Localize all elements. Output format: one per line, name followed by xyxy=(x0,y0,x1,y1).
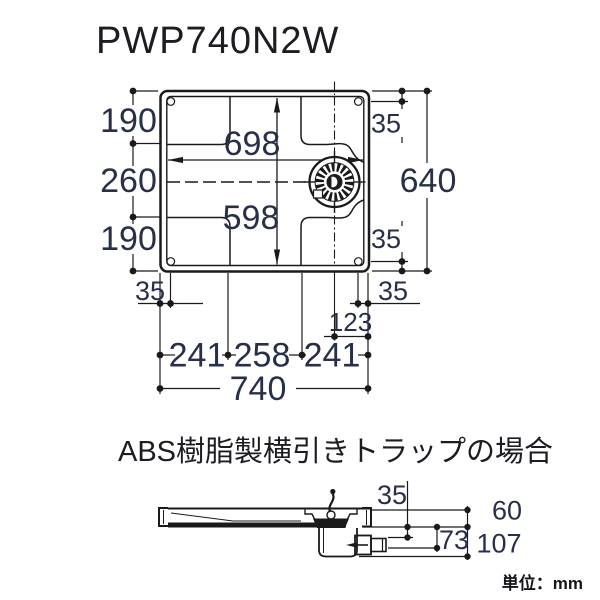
dim-label-side-107: 107 xyxy=(476,529,521,559)
dim-label-left-190-bottom: 190 xyxy=(100,220,157,258)
pan-inner-rim xyxy=(166,95,365,267)
caption-abs-trap: ABS樹脂製横引きトラップの場合 xyxy=(118,435,553,468)
dim-label-241-left: 241 xyxy=(169,337,226,375)
trap-flange xyxy=(304,488,358,528)
top-view-pan xyxy=(159,81,371,341)
dim-label-left-190-top: 190 xyxy=(100,102,157,140)
flow-arrow xyxy=(346,542,368,548)
dim-chain-bottom xyxy=(138,273,420,394)
screw-hole-top-left xyxy=(166,97,176,106)
side-view-pan xyxy=(158,488,387,558)
screw-hole-bottom-left xyxy=(166,257,176,266)
outlet-pipe xyxy=(370,537,387,553)
dim-chain-right xyxy=(371,87,432,275)
dim-label-side-60: 60 xyxy=(492,496,522,526)
page-title: PWP740N2W xyxy=(96,20,339,62)
dim-chain-side xyxy=(359,481,471,560)
dim-arrow-598 xyxy=(273,97,281,265)
dim-label-bottom-35-left: 35 xyxy=(135,276,165,306)
dim-label-side-73: 73 xyxy=(439,525,469,555)
dim-label-right-35-top: 35 xyxy=(371,109,401,139)
pan-outer-rim xyxy=(159,89,371,273)
dim-label-241-right: 241 xyxy=(304,337,361,375)
drain-icon xyxy=(303,151,366,213)
float-ball xyxy=(326,510,336,520)
dim-label-598: 598 xyxy=(223,199,280,237)
trap-lever xyxy=(328,492,335,513)
trap-cup xyxy=(318,528,358,558)
dim-label-right-640: 640 xyxy=(400,162,457,200)
dim-label-right-35-bottom: 35 xyxy=(371,224,401,254)
unit-label: 単位：mm xyxy=(502,573,583,593)
dim-label-258: 258 xyxy=(234,337,291,375)
screw-hole-bottom-right xyxy=(353,257,363,266)
dim-label-123: 123 xyxy=(329,307,372,337)
pan-left-rim xyxy=(158,507,168,527)
dim-label-698: 698 xyxy=(224,125,281,163)
dim-label-bottom-35-right: 35 xyxy=(378,276,408,306)
dim-label-side-35: 35 xyxy=(377,480,407,510)
pan-underside xyxy=(168,522,346,528)
dim-chain-left xyxy=(129,87,160,275)
drain-outlet-tab xyxy=(312,189,324,199)
screw-hole-top-right xyxy=(353,97,363,106)
dim-label-740: 740 xyxy=(230,370,287,408)
drain-crosshair-ticks xyxy=(303,151,366,213)
dim-label-left-260: 260 xyxy=(100,162,157,200)
